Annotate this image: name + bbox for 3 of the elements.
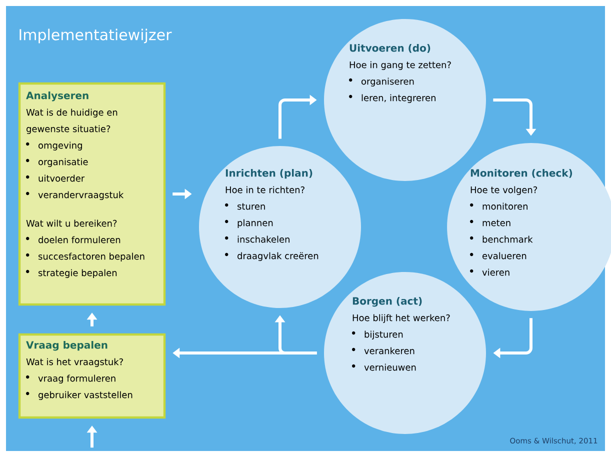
process-box: Vraag bepalen Wat is het vraagstuk? vraag formuleren gebruiker vaststellen: [18, 333, 166, 419]
process-box: Analyseren Wat is de huidige en gewenste situatie? omgeving organisatie uitvoerder verandervraagstuk Wat wilt u bereiken? doelen formuleren succesfactoren bepalen strategie bepalen: [18, 82, 166, 306]
title: Implementatiewijzer: [20, 28, 172, 44]
